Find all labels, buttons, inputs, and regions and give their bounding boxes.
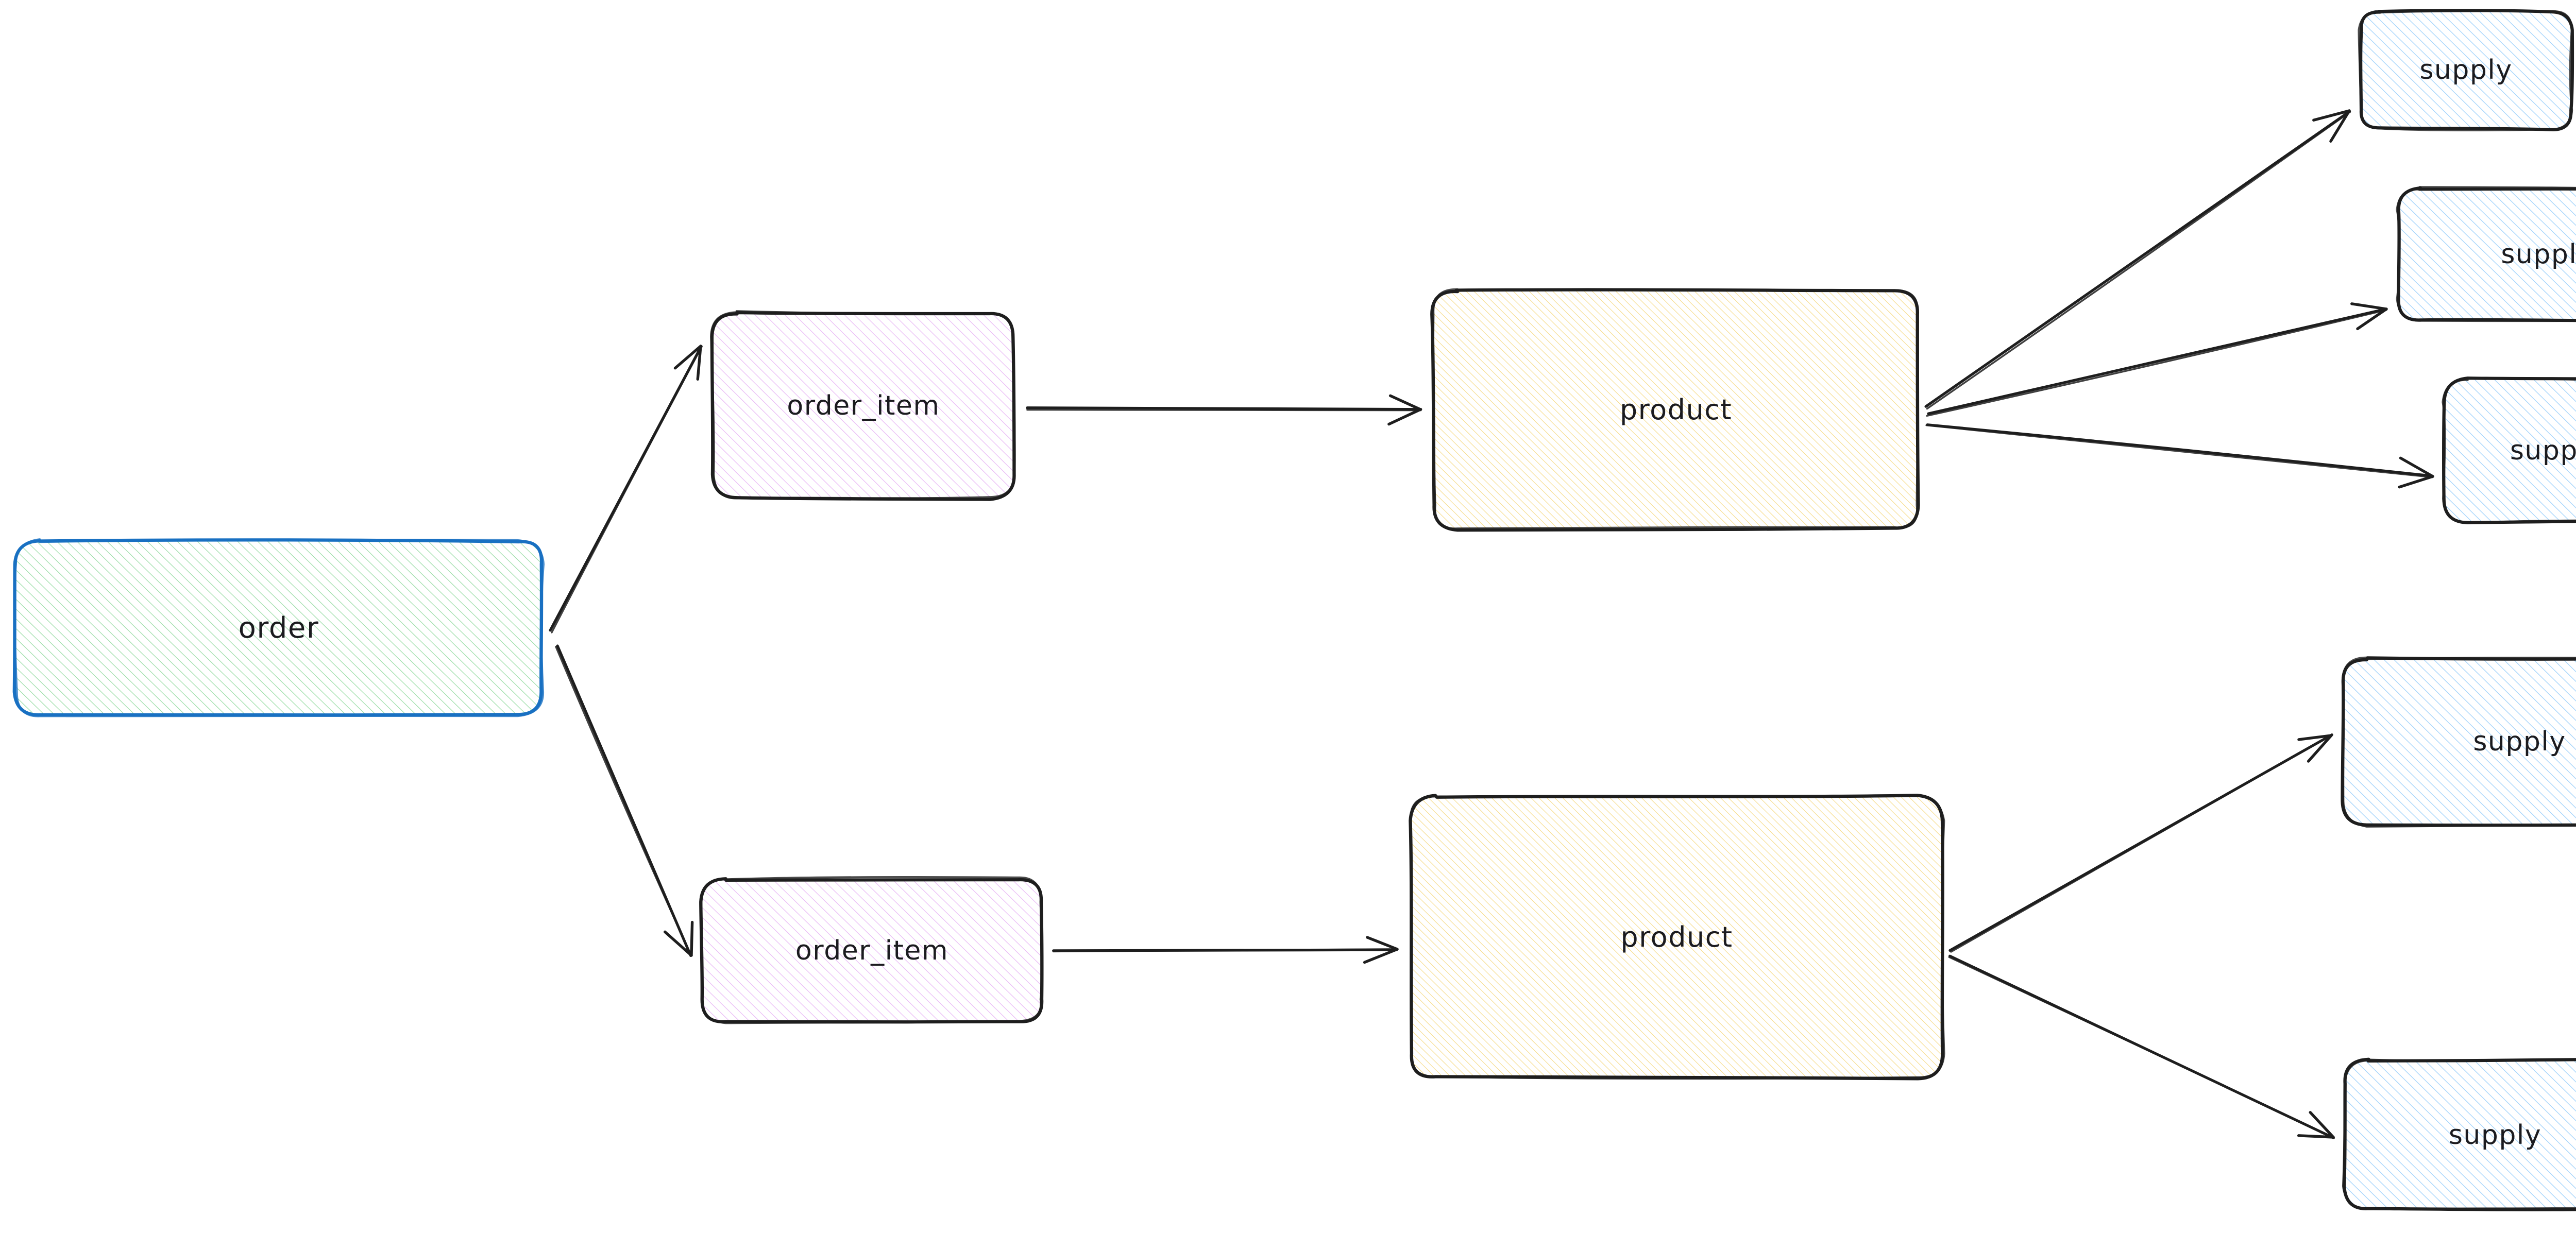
edge-group (549, 109, 2434, 1139)
node-order-item-2[interactable]: order_item (698, 875, 1046, 1026)
node-product-1[interactable]: product (1429, 286, 1923, 533)
node-product-2-shape (1409, 794, 1945, 1081)
node-order[interactable]: order (11, 537, 546, 720)
node-supply-1[interactable]: supply (2357, 7, 2575, 133)
node-supply-3-shape (2442, 376, 2576, 525)
node-supply-4-shape (2341, 656, 2576, 828)
node-order-shape (12, 538, 545, 718)
node-order-item-1-shape (710, 310, 1016, 501)
node-supply-5[interactable]: supply (2341, 1056, 2576, 1213)
node-supply-1-shape (2358, 9, 2574, 131)
node-supply-2-shape (2396, 186, 2576, 322)
node-product-1-shape (1430, 288, 1920, 532)
node-order-item-1[interactable]: order_item (709, 309, 1018, 502)
node-supply-4[interactable]: supply (2338, 655, 2576, 829)
node-product-2[interactable]: product (1407, 793, 1946, 1082)
node-supply-3[interactable]: supply (2441, 375, 2576, 525)
node-supply-2[interactable]: supply (2395, 185, 2576, 324)
node-supply-5-shape (2342, 1057, 2576, 1211)
node-order-item-2-shape (699, 876, 1044, 1024)
